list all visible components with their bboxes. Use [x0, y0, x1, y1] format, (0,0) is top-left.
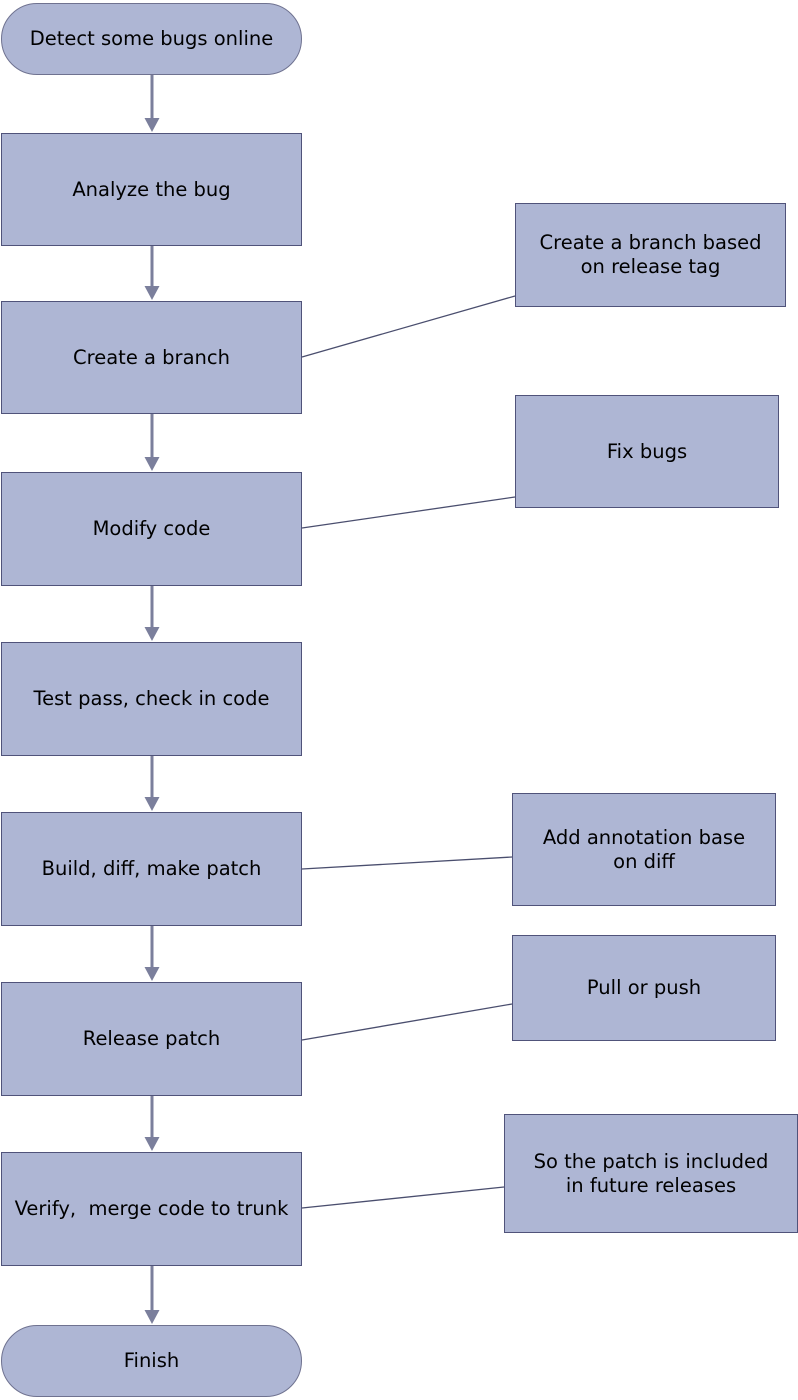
- node-label: Build, diff, make patch: [41, 857, 262, 881]
- annotation-connector: [301, 1003, 513, 1041]
- node-label: Test pass, check in code: [33, 687, 270, 711]
- flow-arrow-head: [144, 797, 160, 811]
- node-label: Release patch: [82, 1027, 221, 1051]
- note-label: Create a branch based on release tag: [539, 231, 762, 278]
- flow-arrow-head: [144, 118, 160, 132]
- note-pull-or-push[interactable]: Pull or push: [512, 935, 776, 1041]
- flow-arrow-head: [144, 967, 160, 981]
- node-label: Detect some bugs online: [29, 27, 274, 51]
- node-analyze-the-bug[interactable]: Analyze the bug: [1, 133, 302, 246]
- annotation-connector: [301, 295, 516, 358]
- node-create-a-branch[interactable]: Create a branch: [1, 301, 302, 414]
- note-label: Fix bugs: [606, 439, 688, 463]
- flow-arrow-head: [144, 1137, 160, 1151]
- node-label: Analyze the bug: [72, 177, 231, 201]
- note-label: Add annotation base on diff: [542, 825, 746, 873]
- annotation-connector: [301, 496, 516, 529]
- note-fix-bugs[interactable]: Fix bugs: [515, 395, 779, 508]
- flow-arrow-head: [144, 457, 160, 471]
- node-modify-code[interactable]: Modify code: [1, 472, 302, 586]
- node-build-diff-make-patch[interactable]: Build, diff, make patch: [1, 812, 302, 926]
- flow-arrow-head: [144, 286, 160, 300]
- annotation-connector: [301, 1186, 505, 1209]
- node-verify-merge-code-to-trunk[interactable]: Verify, merge code to trunk: [1, 1152, 302, 1266]
- annotation-connector: [301, 856, 513, 870]
- note-create-a-branch-based-on-release-tag[interactable]: Create a branch based on release tag: [515, 203, 786, 307]
- node-detect-some-bugs-online[interactable]: Detect some bugs online: [1, 3, 302, 75]
- node-label: Create a branch: [73, 345, 230, 369]
- node-label: Finish: [123, 1349, 180, 1373]
- node-label: Modify code: [92, 517, 211, 541]
- note-label: So the patch is included in future relea…: [533, 1149, 769, 1197]
- flow-arrow-head: [144, 627, 160, 641]
- node-finish[interactable]: Finish: [1, 1325, 302, 1397]
- note-label: Pull or push: [586, 976, 702, 1000]
- note-add-annotation-base-on-diff[interactable]: Add annotation base on diff: [512, 793, 776, 906]
- node-label: Verify, merge code to trunk: [14, 1197, 289, 1221]
- node-test-pass-check-in-code[interactable]: Test pass, check in code: [1, 642, 302, 756]
- node-release-patch[interactable]: Release patch: [1, 982, 302, 1096]
- note-so-the-patch-is-included-in-future-releases[interactable]: So the patch is included in future relea…: [504, 1114, 798, 1233]
- flow-arrow-head: [144, 1310, 160, 1324]
